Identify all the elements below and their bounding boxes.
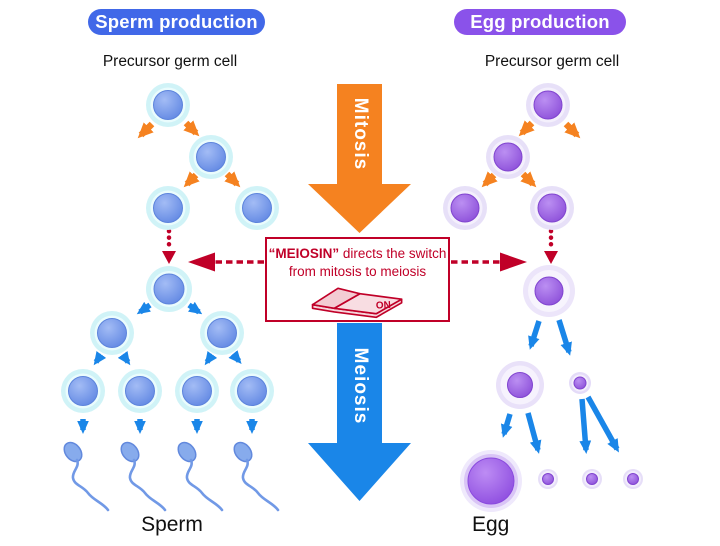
sperm-meiotic-arrows bbox=[77, 301, 258, 434]
germ-cell bbox=[234, 185, 280, 231]
spermatid bbox=[174, 368, 220, 414]
switch-on-label: ON bbox=[375, 300, 391, 312]
egg-cell bbox=[459, 449, 523, 513]
sperm-mitotic-arrows bbox=[137, 120, 241, 188]
spermatocyte bbox=[89, 310, 135, 356]
germ-cell bbox=[442, 185, 488, 231]
transition-arrow-sperm bbox=[162, 228, 176, 264]
oocyte bbox=[495, 360, 545, 410]
sperm-lineage-cells bbox=[60, 82, 280, 414]
switch-icon: ON bbox=[311, 287, 402, 319]
transition-arrow-egg bbox=[544, 228, 558, 264]
sperm-precursor-label: Precursor germ cell bbox=[102, 53, 238, 70]
sperm-precursor-cell bbox=[145, 82, 191, 128]
egg-precursor-label: Precursor germ cell bbox=[484, 53, 620, 70]
egg-meiotic-arrows bbox=[500, 319, 620, 454]
germ-cell bbox=[145, 185, 191, 231]
meiosin-callout-box: “MEIOSIN” directs the switch from mitosi… bbox=[265, 237, 450, 322]
germ-cell bbox=[529, 185, 575, 231]
egg-precursor-cell bbox=[525, 82, 571, 128]
meiosin-text-line2: from mitosis to meiosis bbox=[288, 263, 427, 279]
sperm-product-label: Sperm bbox=[141, 513, 203, 536]
egg-mitotic-arrows bbox=[481, 120, 581, 188]
polar-body bbox=[581, 468, 603, 490]
germ-cell bbox=[485, 134, 531, 180]
meiosin-gene-name: “MEIOSIN” bbox=[268, 246, 340, 261]
meiosis-arrow: Meiosis bbox=[308, 323, 411, 501]
egg-lineage-cells bbox=[442, 82, 644, 513]
sperm-icons bbox=[59, 437, 280, 512]
meiosin-switch-arrow-right bbox=[451, 252, 527, 272]
egg-production-badge: Egg production bbox=[454, 9, 626, 35]
meiosis-entry-cell bbox=[522, 264, 576, 318]
sperm-icon bbox=[229, 437, 280, 512]
sperm-icon bbox=[116, 437, 167, 512]
polar-body bbox=[568, 371, 592, 395]
spermatocyte bbox=[199, 310, 245, 356]
polar-body bbox=[622, 468, 644, 490]
sperm-production-badge: Sperm production bbox=[88, 9, 265, 35]
egg-product-label: Egg bbox=[472, 513, 510, 536]
mitosis-arrow: Mitosis bbox=[308, 84, 411, 233]
spermatid bbox=[229, 368, 275, 414]
meiosin-text-line1: “MEIOSIN” directs the switch bbox=[267, 245, 448, 263]
sperm-icon bbox=[173, 437, 224, 512]
polar-body bbox=[537, 468, 559, 490]
meiosis-label: Meiosis bbox=[350, 348, 371, 425]
spermatid bbox=[117, 368, 163, 414]
meiosis-entry-cell bbox=[145, 265, 193, 313]
meiosin-line1-rest: directs the switch bbox=[339, 246, 447, 261]
mitosis-label: Mitosis bbox=[350, 98, 371, 170]
meiosin-switch-arrow-left bbox=[188, 252, 264, 272]
germ-cell bbox=[188, 134, 234, 180]
spermatid bbox=[60, 368, 106, 414]
sperm-icon bbox=[59, 437, 110, 512]
